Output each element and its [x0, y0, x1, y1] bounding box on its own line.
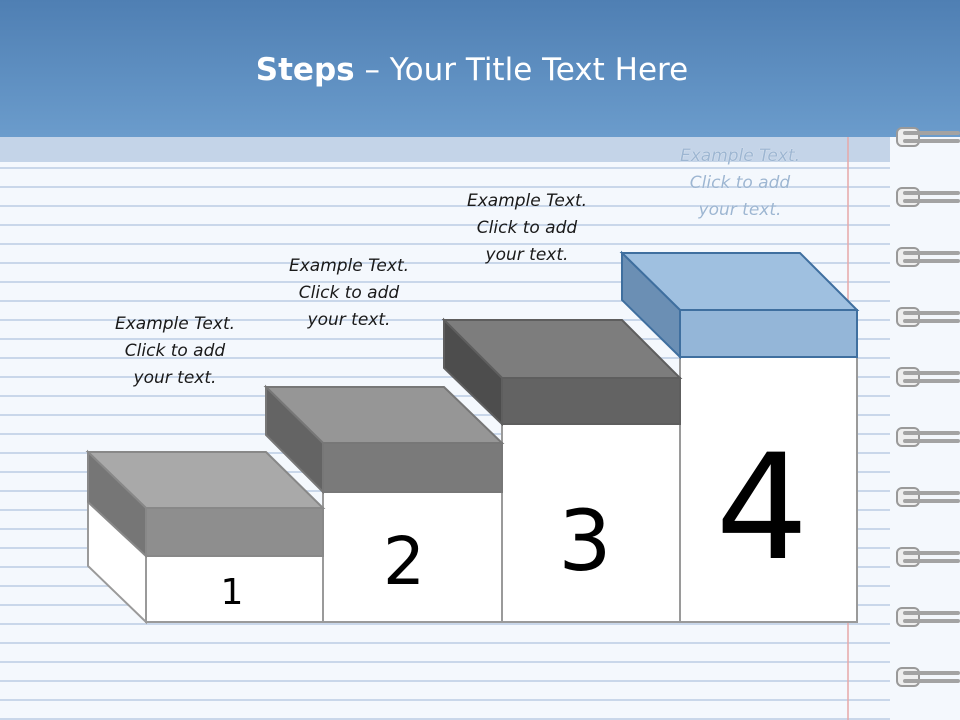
step-4-slab-front: [679, 309, 858, 358]
step-1-label[interactable]: Example Text. Click to add your text.: [75, 311, 275, 392]
step-4-label[interactable]: Example Text. Click to add your text.: [640, 143, 840, 224]
step-2-slab-front: [322, 442, 503, 493]
step-1-box: [145, 555, 324, 623]
step-2-label-line2: Click to add: [298, 283, 400, 303]
step-3-number: 3: [558, 492, 611, 590]
spiral-ring: [896, 127, 960, 147]
step-4-label-line2: Click to add: [689, 173, 791, 193]
spiral-ring: [896, 667, 960, 687]
step-2-label-line1: Example Text.: [288, 256, 410, 276]
step-1-slab[interactable]: [85, 449, 326, 559]
step-4-slab[interactable]: [619, 250, 860, 360]
step-4-number: 4: [716, 423, 809, 593]
spiral-ring: [896, 187, 960, 207]
spiral-ring: [896, 367, 960, 387]
step-1-label-line3: your text.: [133, 368, 217, 388]
step-3-label-line2: Click to add: [476, 218, 578, 238]
step-4-box: [679, 356, 858, 623]
step-2-label-line3: your text.: [307, 310, 391, 330]
step-3-label-line1: Example Text.: [466, 191, 588, 211]
step-2-label[interactable]: Example Text. Click to add your text.: [249, 253, 449, 334]
step-2-slab[interactable]: [263, 384, 505, 495]
slide-title[interactable]: Steps – Your Title Text Here: [0, 52, 944, 88]
spiral-ring: [896, 307, 960, 327]
step-3-slab[interactable]: [441, 317, 683, 427]
spiral-ring: [896, 427, 960, 447]
title-rest: – Your Title Text Here: [354, 52, 689, 88]
title-bar: [0, 0, 960, 137]
spiral-ring: [896, 547, 960, 567]
step-2-number: 2: [383, 523, 425, 600]
step-4-label-line3: your text.: [698, 200, 782, 220]
title-bold: Steps: [255, 52, 355, 88]
step-3-box: [501, 423, 681, 623]
spiral-ring: [896, 607, 960, 627]
spiral-binding: [896, 127, 960, 687]
paper-top-strip: [0, 137, 890, 162]
step-3-slab-front: [501, 377, 681, 425]
step-1-slab-front: [145, 507, 324, 557]
step-3-label-line3: your text.: [485, 245, 569, 265]
staircase-outline: [87, 356, 858, 625]
step-1-label-line1: Example Text.: [114, 314, 236, 334]
step-3-label[interactable]: Example Text. Click to add your text.: [427, 188, 627, 269]
spiral-ring: [896, 247, 960, 267]
step-1-number: 1: [221, 572, 244, 613]
spiral-ring: [896, 487, 960, 507]
step-1-label-line2: Click to add: [124, 341, 226, 361]
step-4-label-line1: Example Text.: [679, 146, 801, 166]
